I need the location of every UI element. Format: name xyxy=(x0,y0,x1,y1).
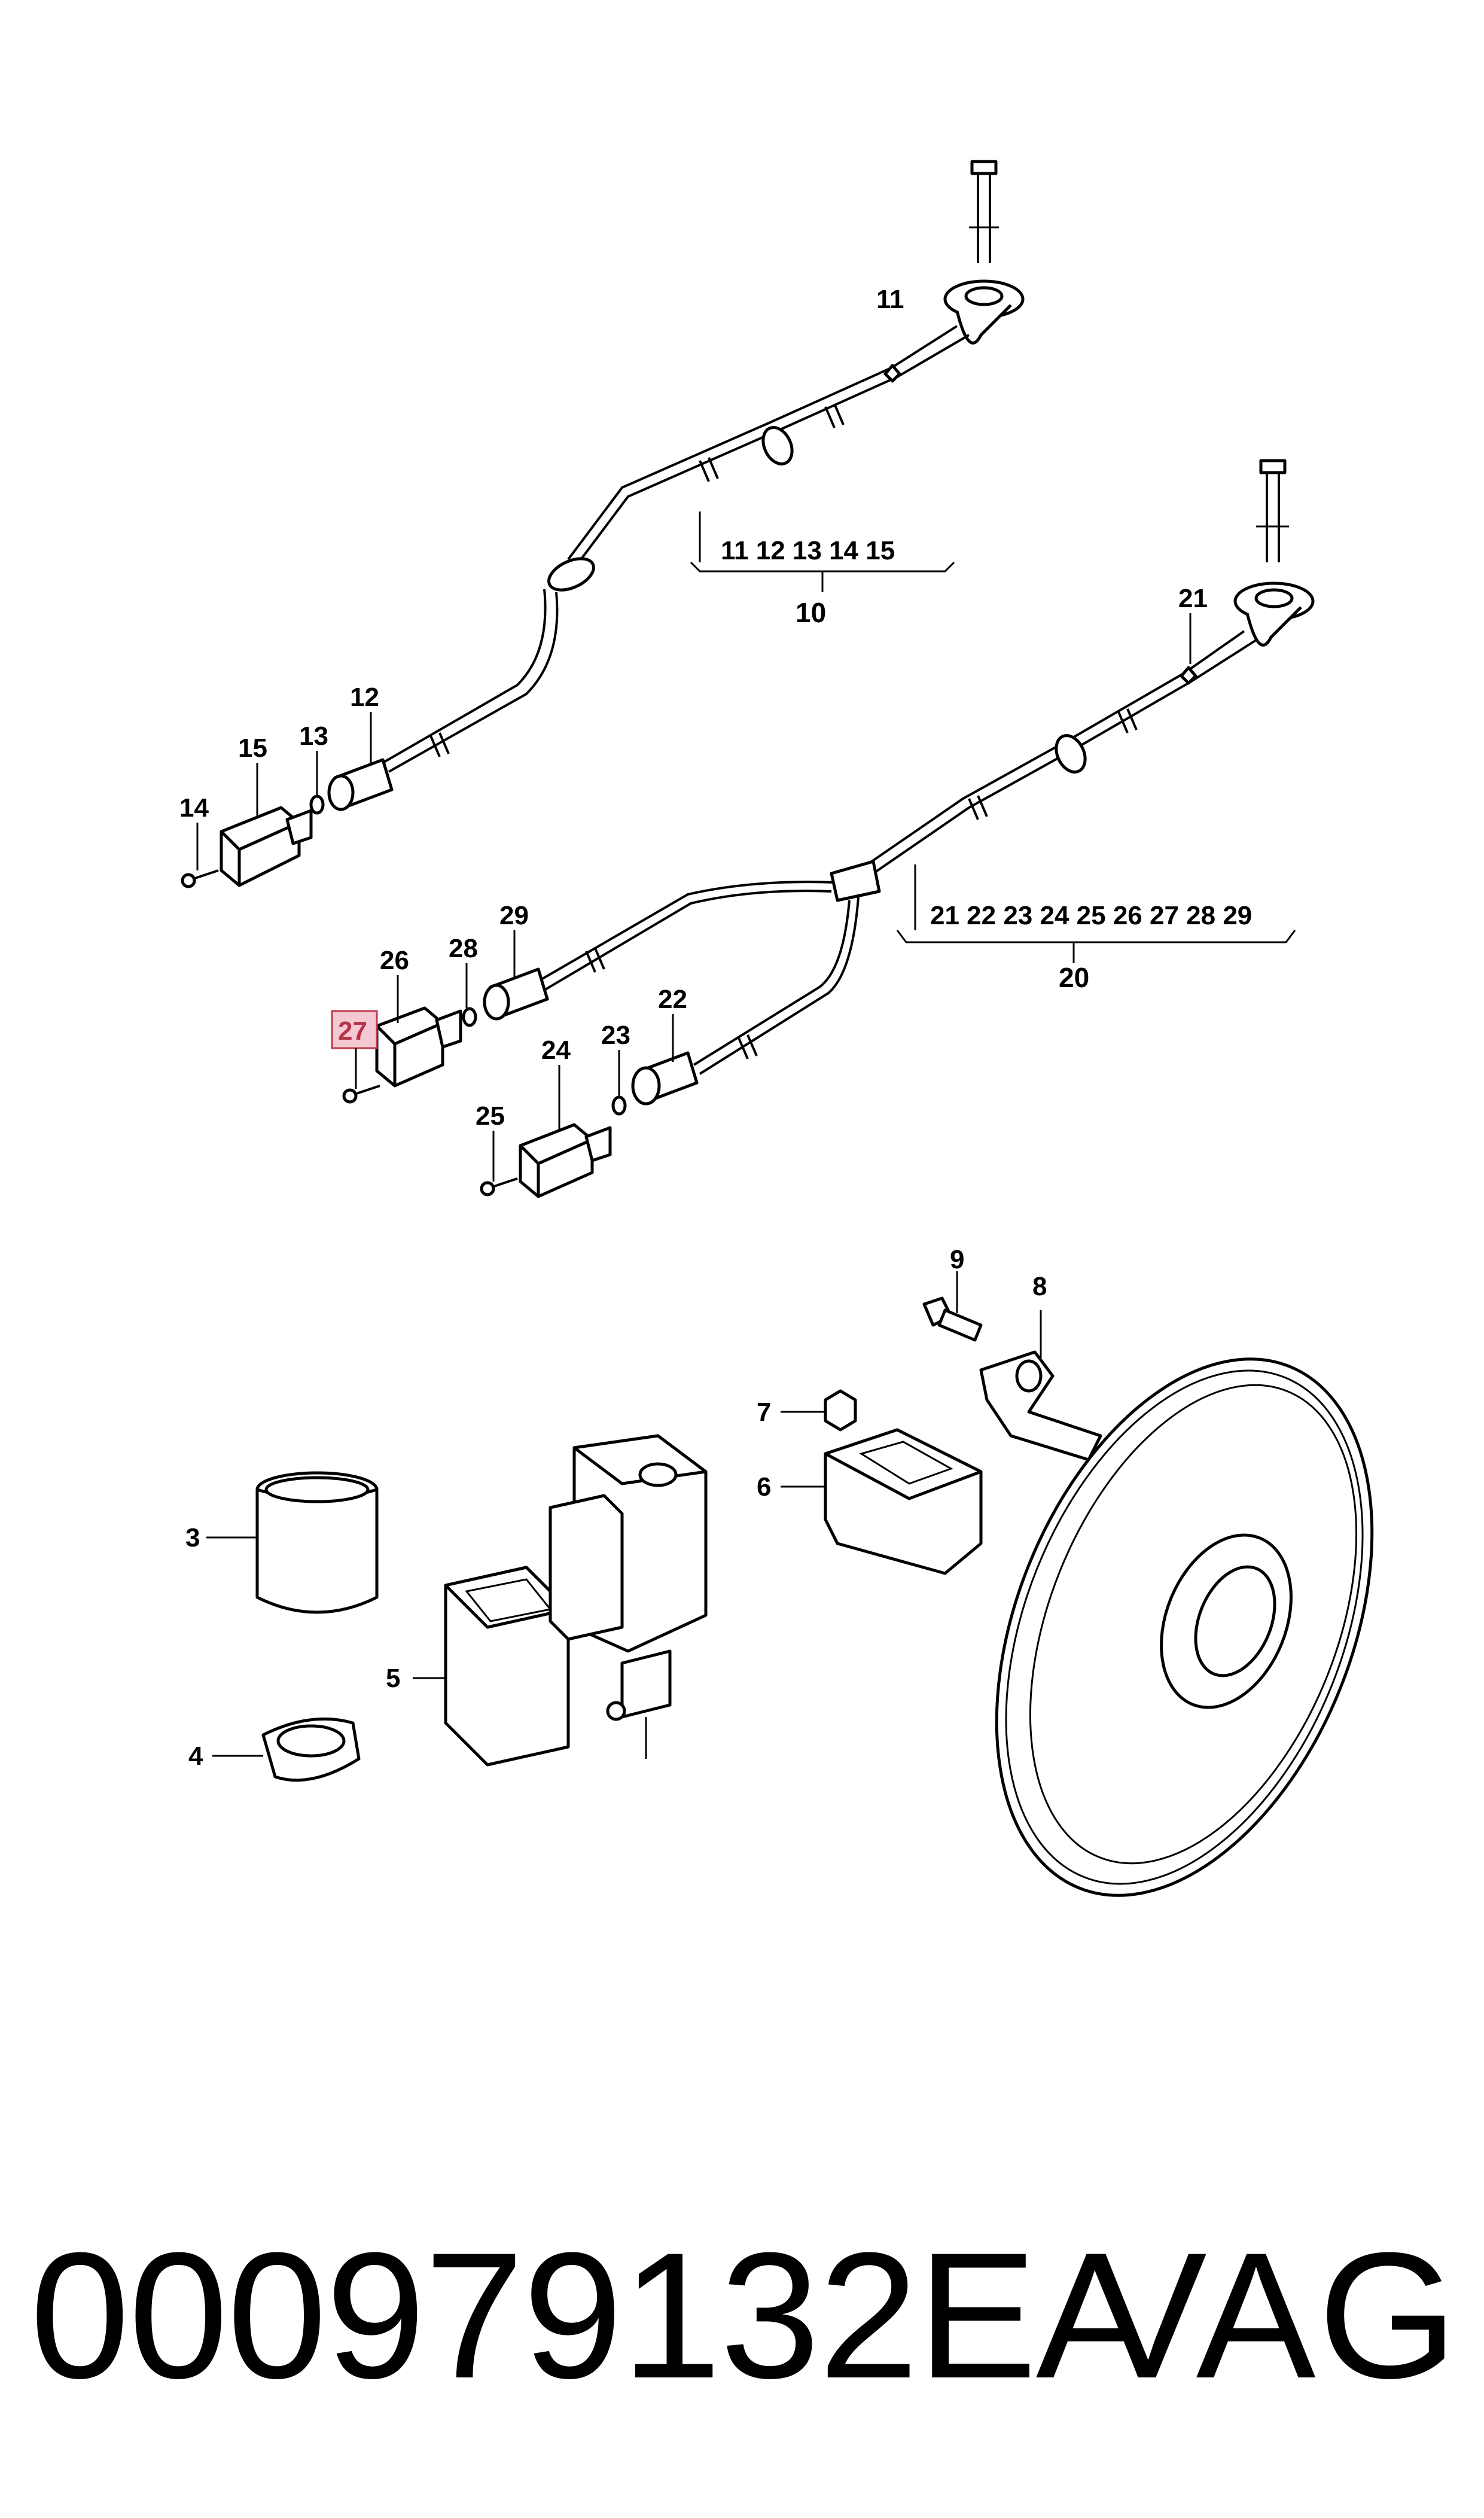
parts-diagram: 11 12 13 15 14 11 12 13 14 15 10 21 21 2… xyxy=(179,160,1374,1897)
part-6-sensor xyxy=(781,1428,983,1575)
hydraulic-unit xyxy=(548,1434,708,1759)
part-5-module xyxy=(413,1566,570,1767)
callout-8: 8 xyxy=(1032,1272,1047,1301)
callout-23: 23 xyxy=(601,1021,630,1050)
callout-25: 25 xyxy=(476,1101,505,1131)
callout-26: 26 xyxy=(380,946,409,975)
callout-22: 22 xyxy=(658,985,687,1014)
callout-21: 21 xyxy=(1178,584,1208,613)
group-20-label: 20 xyxy=(1059,962,1089,993)
callout-5: 5 xyxy=(386,1664,400,1693)
brake-disc xyxy=(995,1357,1374,1897)
callout-6: 6 xyxy=(757,1472,771,1502)
callout-24: 24 xyxy=(541,1036,571,1065)
callout-7: 7 xyxy=(757,1397,771,1427)
group-20-items: 21 22 23 24 25 26 27 28 29 xyxy=(930,901,1252,930)
part-number: 000979132EA xyxy=(30,2215,1156,2416)
highlight-box-27 xyxy=(331,1010,378,1049)
part-3-sleeve xyxy=(206,1471,379,1614)
callout-4: 4 xyxy=(188,1741,203,1771)
part-7-nut xyxy=(781,1389,857,1432)
harness-20 xyxy=(342,459,1315,1198)
part-9-bolt xyxy=(922,1271,983,1342)
callout-15: 15 xyxy=(238,733,267,763)
callout-28: 28 xyxy=(449,934,478,963)
callout-13: 13 xyxy=(299,721,328,751)
callout-12: 12 xyxy=(350,683,379,712)
harness-10 xyxy=(181,160,1025,888)
callout-27: 27 xyxy=(338,1016,367,1046)
brand-name: VAG xyxy=(1087,2215,1460,2416)
callout-3: 3 xyxy=(185,1523,200,1552)
group-10-items: 11 12 13 14 15 xyxy=(721,536,895,565)
part-4-seal xyxy=(212,1717,361,1782)
callout-14: 14 xyxy=(179,793,209,823)
callout-9: 9 xyxy=(950,1245,964,1274)
group-10-label: 10 xyxy=(796,597,826,628)
callout-11: 11 xyxy=(876,285,904,314)
part-8-speed-sensor xyxy=(979,1310,1102,1462)
callout-29: 29 xyxy=(499,901,529,930)
bracket-20 xyxy=(896,864,1296,963)
bracket-10 xyxy=(690,511,955,592)
